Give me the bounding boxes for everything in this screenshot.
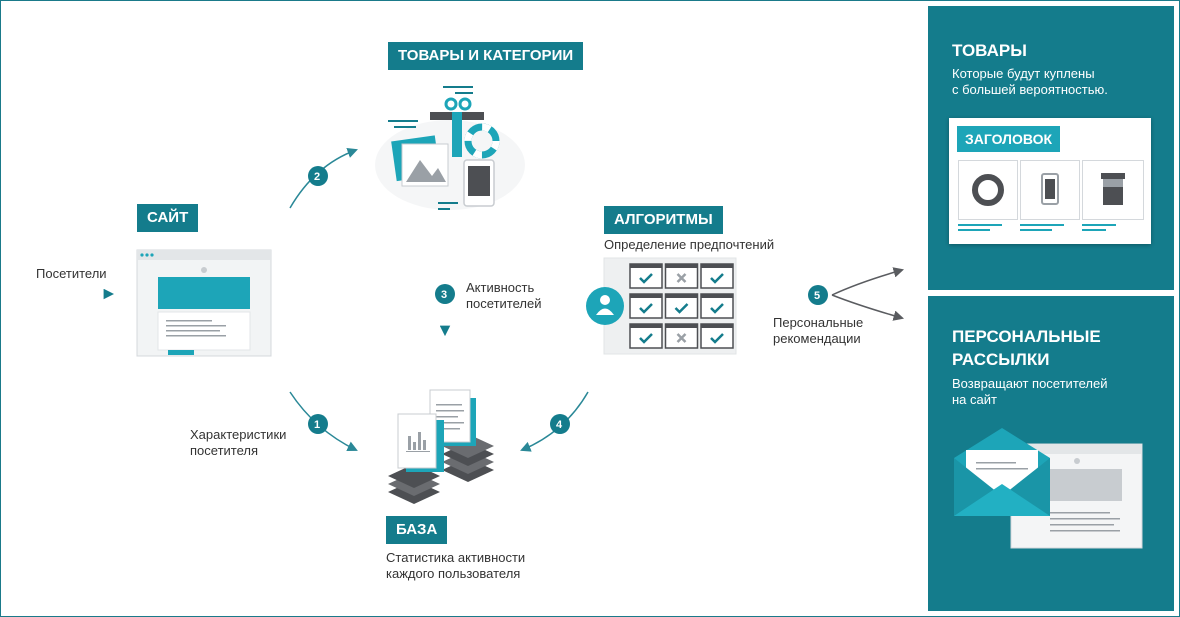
- site-browser-icon: [136, 249, 272, 357]
- mailing-panel-title-2: РАССЫЛКИ: [952, 350, 1050, 369]
- products-panel-title: ТОВАРЫ: [952, 41, 1027, 60]
- cross-icon: [664, 323, 699, 349]
- algorithms-subtitle: Определение предпочтений: [604, 237, 775, 252]
- product-caption-1b: [958, 229, 990, 231]
- visitors-label: Посетители: [36, 266, 107, 281]
- step-1-number: 1: [314, 419, 321, 431]
- check-icon: [700, 293, 734, 319]
- check-icon: [700, 263, 734, 289]
- product-caption-3b: [1082, 229, 1106, 231]
- lifebuoy-icon: [972, 174, 1004, 206]
- products-panel-sub-1: Которые будут куплены: [952, 66, 1095, 81]
- mailing-panel-sub-2: на сайт: [952, 392, 997, 407]
- base-tag: БАЗА: [386, 516, 448, 544]
- step-4-badge: [550, 414, 570, 434]
- product-caption-2: [1020, 224, 1064, 226]
- mailing-panel-title-1: ПЕРСОНАЛЬНЫЕ: [952, 327, 1101, 346]
- cross-icon: [664, 263, 699, 289]
- step-5-badge: [808, 285, 828, 305]
- cup-icon: [1100, 173, 1126, 207]
- product-tile-cup: [1082, 160, 1144, 220]
- check-icon: [629, 323, 663, 349]
- algorithm-cells: [629, 263, 734, 349]
- check-icon: [629, 263, 663, 289]
- step-1-label-2: посетителя: [190, 443, 259, 458]
- step-3-label-2: посетителей: [466, 296, 542, 311]
- product-caption-1: [958, 224, 1002, 226]
- products-panel-sub-2: с большей вероятностью.: [952, 82, 1108, 97]
- step-2-badge: [308, 166, 328, 186]
- step-3-badge: [435, 284, 455, 304]
- check-icon: [629, 293, 663, 319]
- product-tile-lifebuoy: [958, 160, 1018, 220]
- arrow-step-5: [772, 267, 905, 321]
- product-caption-2b: [1020, 229, 1052, 231]
- check-icon: [700, 323, 734, 349]
- check-icon: [664, 293, 699, 319]
- user-avatar-icon: [586, 287, 624, 325]
- algorithms-tag: АЛГОРИТМЫ: [604, 206, 723, 234]
- product-card-heading: ЗАГОЛОВОК: [957, 126, 1061, 152]
- step-5-label-1: Персональные: [773, 315, 864, 330]
- step-4-number: 4: [556, 419, 563, 431]
- database-icon: [388, 389, 494, 504]
- products-categories-icon: [375, 86, 525, 210]
- step-3-label-1: Активность: [466, 280, 535, 295]
- product-caption-3: [1082, 224, 1116, 226]
- product-card: ЗАГОЛОВОК: [949, 118, 1151, 244]
- algorithms-grid-icon: [603, 257, 737, 355]
- mailing-illustration: [954, 428, 1143, 549]
- step-5-label-2: рекомендации: [773, 331, 861, 346]
- step-1-label-1: Характеристики: [190, 427, 287, 442]
- mailing-panel-sub-1: Возвращают посетителей: [952, 376, 1108, 391]
- base-subtitle-1: Статистика активности: [386, 550, 526, 565]
- step-3-number: 3: [441, 289, 448, 301]
- step-1-badge: [308, 414, 328, 434]
- site-tag: САЙТ: [137, 204, 199, 232]
- step-5-number: 5: [814, 290, 821, 302]
- phone-icon: [1041, 173, 1059, 205]
- step-2-number: 2: [314, 171, 321, 183]
- products-panel: ТОВАРЫ Которые будут куплены с большей в…: [928, 6, 1174, 290]
- product-tile-phone: [1020, 160, 1080, 220]
- base-subtitle-2: каждого пользователя: [386, 566, 521, 581]
- products-categories-tag: ТОВАРЫ И КАТЕГОРИИ: [388, 42, 584, 70]
